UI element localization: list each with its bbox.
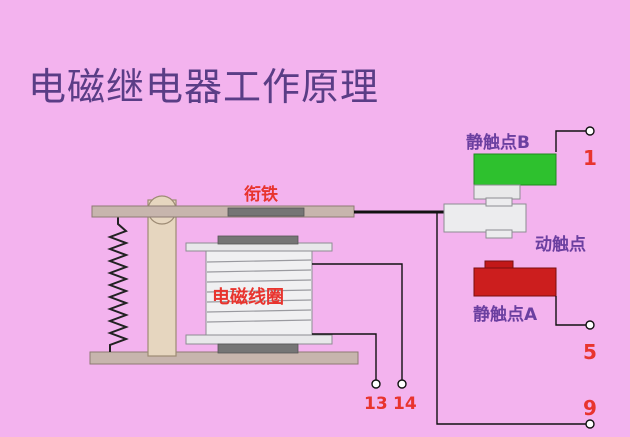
lead-terminal-9 xyxy=(436,212,586,425)
coil-core-bottom xyxy=(217,343,299,354)
terminal-9-label: 9 xyxy=(583,396,597,420)
moving-contact-body xyxy=(443,203,527,233)
terminal-9-node xyxy=(585,419,595,429)
static-contact-a-block xyxy=(473,267,557,297)
moving-contact-tip xyxy=(485,197,513,207)
base-plate xyxy=(89,351,359,365)
terminal-13-label: 13 xyxy=(364,394,388,414)
terminal-14-label: 14 xyxy=(393,394,417,414)
moving-contact-label: 动触点 xyxy=(535,235,586,255)
coil-lead-14 xyxy=(312,263,403,380)
terminal-1-node xyxy=(585,126,595,136)
armature-plate xyxy=(227,207,305,217)
terminal-5-label: 5 xyxy=(583,340,597,364)
coil-core-top xyxy=(217,235,299,245)
return-spring xyxy=(107,215,129,352)
page-title: 电磁继电器工作原理 xyxy=(28,65,380,109)
moving-contact-tip-lower xyxy=(485,229,513,239)
coil-bottom-flange xyxy=(185,334,333,345)
static-contact-b-label: 静触点B xyxy=(466,133,530,153)
coil-lead-13 xyxy=(312,333,377,380)
static-contact-b-base xyxy=(473,184,521,200)
lead-terminal-5 xyxy=(555,296,586,326)
armature-label: 衔铁 xyxy=(244,185,278,205)
static-contact-b-block xyxy=(473,153,557,186)
support-post xyxy=(147,199,177,357)
terminal-1-label: 1 xyxy=(583,146,597,170)
lead-terminal-1 xyxy=(555,130,586,152)
armature-bar xyxy=(91,205,355,218)
coil-windings xyxy=(206,259,312,323)
static-contact-a-label: 静触点A xyxy=(473,305,538,325)
terminal-13-node xyxy=(371,379,381,389)
terminal-5-node xyxy=(585,320,595,330)
coil-label: 电磁线圈 xyxy=(212,287,284,308)
terminal-14-node xyxy=(397,379,407,389)
